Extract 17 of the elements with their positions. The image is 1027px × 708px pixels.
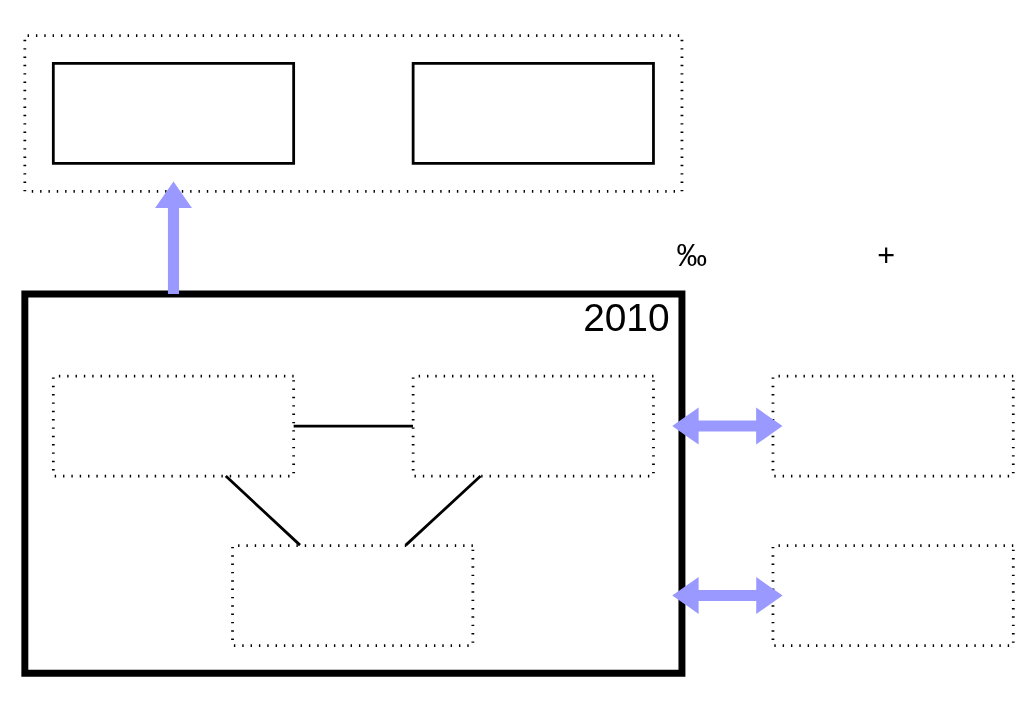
- arrow: [672, 576, 783, 614]
- node-box: [411, 374, 655, 477]
- arrow: [155, 181, 192, 294]
- node-box: [51, 61, 296, 165]
- cluster: 2010: [21, 290, 686, 677]
- label: ‰: [676, 237, 707, 272]
- arrow: [672, 407, 783, 444]
- node-box: [51, 374, 296, 477]
- node-box: [771, 543, 1015, 647]
- connector: [224, 474, 301, 546]
- connector: [293, 424, 413, 427]
- node-box: [231, 543, 475, 647]
- cluster: [23, 33, 684, 193]
- node-box: [771, 374, 1015, 477]
- node-box: [411, 61, 655, 165]
- label: +: [877, 237, 896, 272]
- connector: [404, 474, 482, 546]
